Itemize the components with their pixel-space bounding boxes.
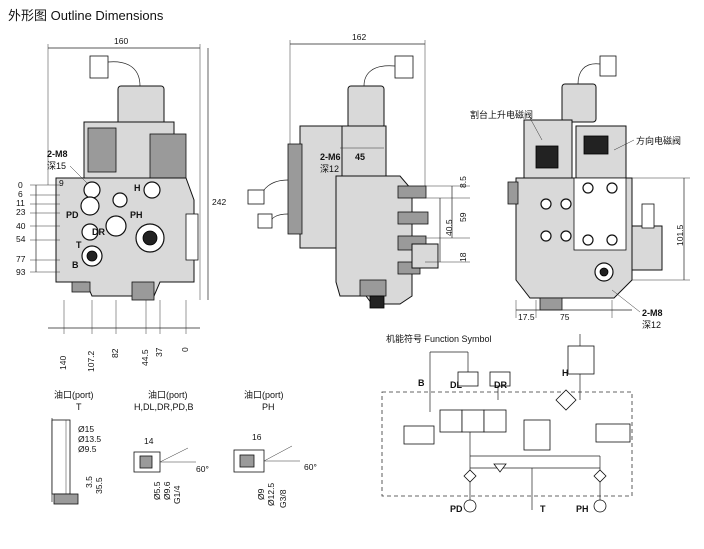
function-symbol: 机能符号 Function Symbol B DL (381, 333, 633, 514)
side-width-label: 162 (352, 32, 366, 42)
side-dim-40-5: 40.5 (444, 219, 454, 236)
port-t-name: T (76, 402, 82, 412)
front-plug (89, 55, 109, 79)
port-ph-cn: 油口(port) (244, 389, 284, 400)
front-port-dr: DR (92, 227, 105, 237)
symbol-label-h: H (562, 368, 569, 378)
front-view: 160 H PD PH DR T B 2-M8 深15 (16, 36, 226, 372)
front-left-dims: 0 6 9 11 23 40 54 77 93 (16, 178, 64, 277)
front-bottom-fitting (131, 281, 155, 301)
port-ph-dim: 60° (304, 462, 317, 472)
port-h-dim: Ø9.6 (162, 481, 172, 500)
bottom-dim: 82 (110, 348, 120, 358)
port-ph-name: PH (262, 402, 275, 412)
port-t-dim: 35.5 (94, 477, 104, 494)
port-ph-dim: G3/8 (278, 489, 288, 508)
left-dim: 0 (18, 180, 23, 190)
port-h-dim: 14 (144, 436, 154, 446)
symbol-frame (381, 391, 633, 497)
bottom-dim: 44.5 (140, 349, 150, 366)
port-detail-ph: 油口(port) PH 16 60° Ø9 Ø12.5 G3/8 (233, 389, 317, 508)
port-h-name: H,DL,DR,PD,B (134, 402, 194, 412)
left-dim: 23 (16, 207, 26, 217)
bottom-dim: 107.2 (86, 350, 96, 372)
side-thread-note: 2-M6 (320, 152, 341, 162)
port-h-dim: G1/4 (172, 485, 182, 504)
front-port-b: B (72, 260, 79, 270)
front-port-pd: PD (66, 210, 79, 220)
symbol-label-dl: DL (450, 380, 462, 390)
port-t-dim: Ø13.5 (78, 434, 101, 444)
function-symbol-title: 机能符号 Function Symbol (386, 333, 492, 344)
rear-view: 割台上升电磁阀 方向电磁阀 101.5 17.5 75 2-M8 深12 (470, 55, 690, 330)
port-ph-dim: Ø12.5 (266, 483, 276, 506)
front-port-t: T (76, 240, 82, 250)
symbol-label-t: T (540, 504, 546, 514)
bottom-dim: 0 (180, 347, 190, 352)
symbol-label-ph: PH (576, 504, 589, 514)
left-dim: 11 (16, 198, 25, 208)
left-dim: 54 (16, 234, 26, 244)
port-h-dim: Ø5.5 (152, 481, 162, 500)
port-h-dim: 60° (196, 464, 209, 474)
side-depth-note: 深12 (320, 164, 339, 174)
port-h-cn: 油口(port) (148, 389, 188, 400)
front-bottom-dims: 140 107.2 82 44.5 37 0 (58, 347, 190, 372)
front-thread-note: 2-M8 (47, 149, 68, 159)
symbol-label-pd: PD (450, 504, 463, 514)
rear-dim-75: 75 (560, 312, 570, 322)
side-dim-18: 18 (458, 252, 468, 262)
symbol-label-b: B (418, 378, 425, 388)
front-height-label: 242 (212, 197, 226, 207)
front-depth-note: 深15 (47, 161, 66, 171)
bottom-dim: 140 (58, 356, 68, 370)
front-width-label: 160 (114, 36, 128, 46)
front-port-ph: PH (130, 210, 143, 220)
port-t-dim: Ø9.5 (78, 444, 97, 454)
port-hole-h-top (83, 181, 101, 199)
rear-thread-note: 2-M8 (642, 308, 663, 318)
rear-direction-label: 方向电磁阀 (636, 135, 681, 146)
port-detail-h: 油口(port) H,DL,DR,PD,B 14 60° Ø5.5 Ø9.6 G… (133, 389, 209, 504)
symbol-label-dr: DR (494, 380, 507, 390)
rear-height-label: 101.5 (675, 224, 685, 246)
side-main-body (335, 175, 413, 305)
port-ph-dim: 16 (252, 432, 262, 442)
rear-depth-note: 深12 (642, 320, 661, 330)
side-label-45: 45 (355, 152, 365, 162)
left-dim: 9 (59, 178, 64, 188)
left-dim: 6 (18, 189, 23, 199)
port-t-cn: 油口(port) (54, 389, 94, 400)
side-dim-59: 59 (458, 212, 468, 222)
left-dim: 77 (16, 254, 26, 264)
drawing-title: 外形图 Outline Dimensions (8, 8, 164, 23)
left-dim: 40 (16, 221, 26, 231)
port-detail-t: 油口(port) T Ø15 Ø13.5 Ø9.5 3.5 35.5 (51, 389, 104, 505)
bottom-dim: 37 (154, 347, 164, 357)
port-ph-dim: Ø9 (256, 488, 266, 500)
side-solenoid (347, 85, 385, 129)
side-dim-8-5: 8.5 (458, 176, 468, 188)
rear-lift-label: 割台上升电磁阀 (470, 109, 533, 120)
port-t-dim: 3.5 (84, 476, 94, 488)
left-dim: 93 (16, 267, 26, 277)
side-view: 162 45 2-M6 深12 8.5 59 40.5 18 (247, 32, 470, 309)
front-port-h: H (134, 183, 141, 193)
rear-dim-17-5: 17.5 (518, 312, 535, 322)
port-t-dim: Ø15 (78, 424, 94, 434)
